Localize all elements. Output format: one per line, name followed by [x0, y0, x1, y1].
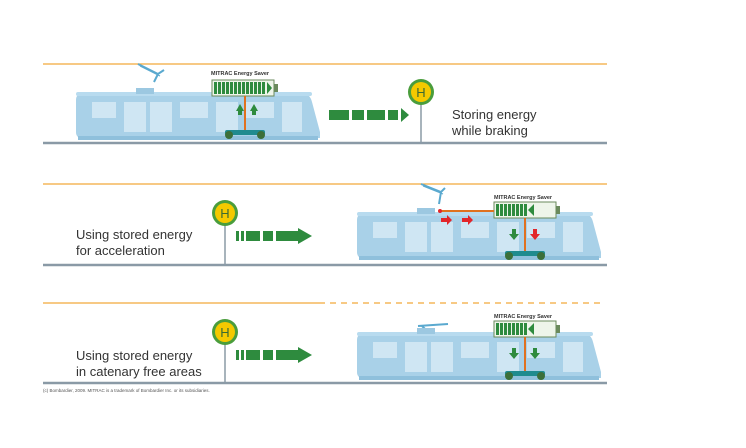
- pantograph: [137, 63, 165, 83]
- arrow-down-icon: [509, 348, 519, 359]
- arrow-up-icon: [250, 104, 258, 115]
- caption-line: while braking: [452, 123, 528, 138]
- svg-text:H: H: [220, 325, 229, 340]
- stop-sign-icon: H: [212, 200, 238, 226]
- battery-full-icon: [211, 79, 279, 97]
- scene-braking: MITRAC Energy Saver H: [43, 63, 607, 145]
- motion-arrow-icon: [236, 228, 312, 244]
- tram: [357, 208, 601, 260]
- caption-braking: Storing energy while braking: [452, 107, 537, 139]
- caption-line: Storing energy: [452, 107, 537, 122]
- arrow-right-red-icon: [441, 215, 452, 225]
- stop-sign-icon: H: [408, 79, 434, 105]
- tram: [76, 88, 320, 140]
- scene-catenary-free: H MITRAC Energy Saver: [43, 302, 607, 385]
- scene-acceleration: H MITRAC Energy Saver: [43, 183, 607, 267]
- copyright-notice: (c) Bombardier, 2009. MITRAC is a tradem…: [43, 388, 210, 393]
- device-label: MITRAC Energy Saver: [494, 314, 553, 320]
- caption-acceleration: Using stored energy for acceleration: [76, 227, 192, 259]
- arrow-down-red-icon: [530, 229, 540, 240]
- motion-arrow-icon: [236, 347, 312, 363]
- arrow-down-icon: [509, 229, 519, 240]
- caption-line: Using stored energy: [76, 227, 193, 242]
- svg-text:H: H: [416, 85, 425, 100]
- caption-line: Using stored energy: [76, 348, 193, 363]
- caption-catenary-free: Using stored energy in catenary free are…: [76, 348, 202, 380]
- contact-point: [438, 209, 442, 213]
- battery-partial-icon: [493, 201, 561, 219]
- device-label: MITRAC Energy Saver: [211, 71, 270, 77]
- caption-line: in catenary free areas: [76, 364, 202, 379]
- arrow-up-icon: [236, 104, 244, 115]
- stop-sign-icon: H: [212, 319, 238, 345]
- svg-text:H: H: [220, 206, 229, 221]
- arrow-right-red-icon: [462, 215, 473, 225]
- pantograph: [420, 183, 446, 205]
- battery-partial-icon: [493, 320, 561, 338]
- motion-arrow-icon: [329, 108, 409, 122]
- device-label: MITRAC Energy Saver: [494, 195, 553, 201]
- tram: [357, 328, 601, 380]
- caption-line: for acceleration: [76, 243, 165, 258]
- arrow-down-icon: [530, 348, 540, 359]
